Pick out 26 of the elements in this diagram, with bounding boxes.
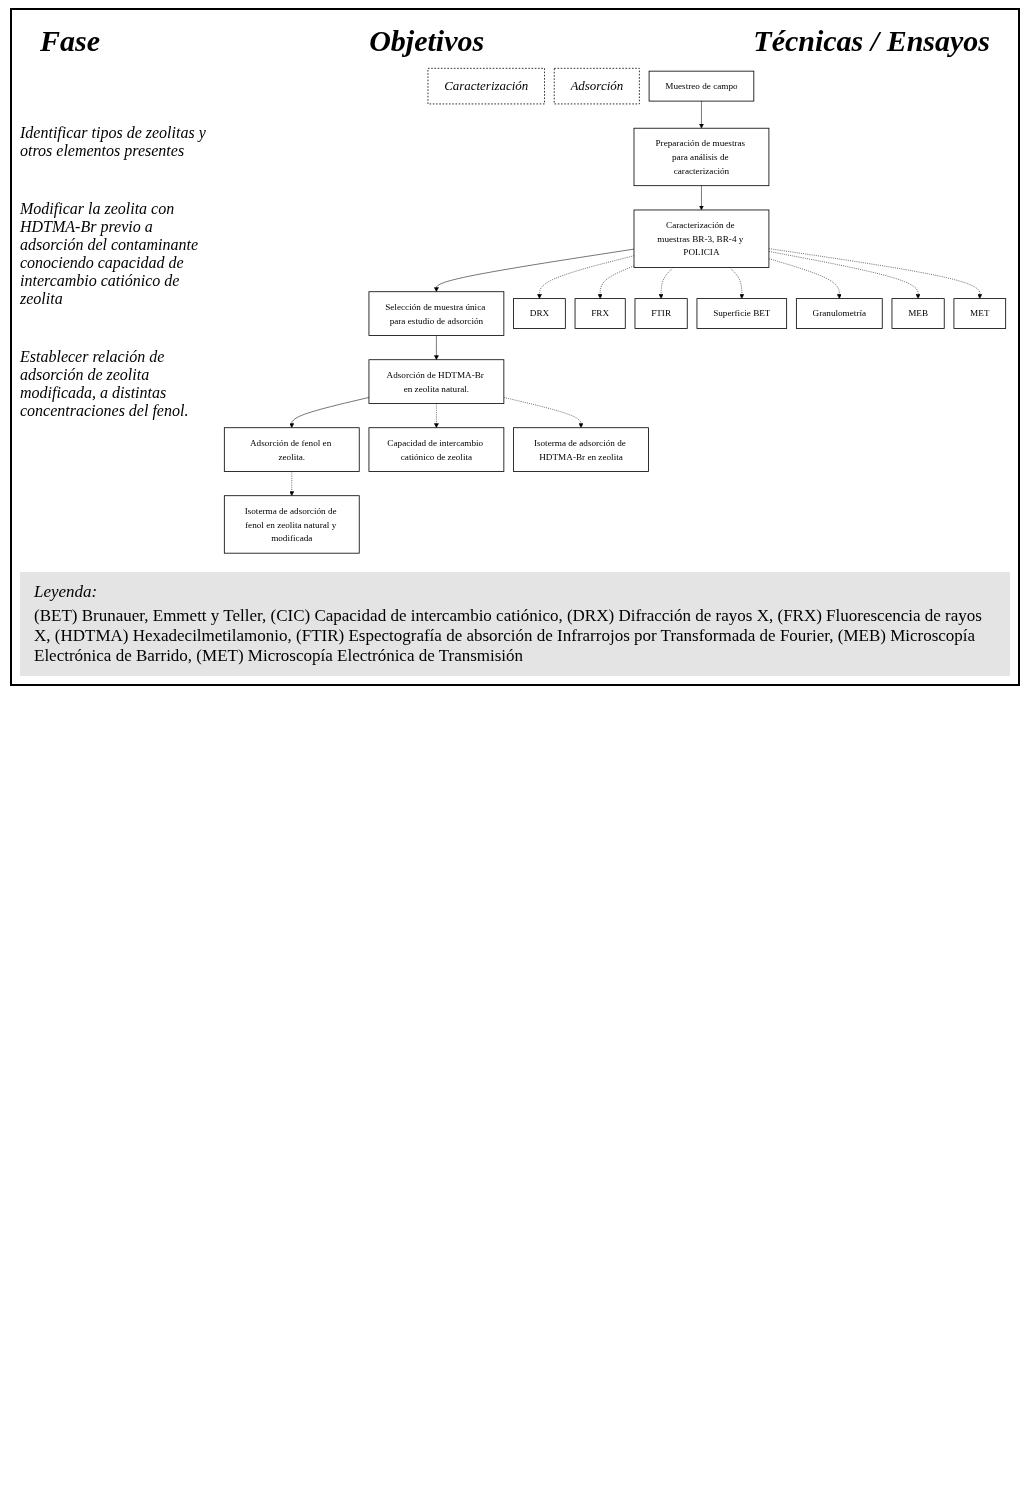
- node-box: Preparación de muestras para análisis de caracterización: [633, 127, 770, 187]
- objective-note: Modificar la zeolita con HDTMA-Br previo a adsorción del contaminante conociendo capacidad de intercambio catiónico de zeolita: [20, 200, 200, 308]
- node-box: MET: [953, 298, 1007, 329]
- node-box: FRX: [574, 298, 626, 329]
- column-heading: Fase: [40, 24, 100, 58]
- node-box: Granulometría: [795, 298, 883, 329]
- node-box: Capacidad de intercambio catiónico de zeolita: [368, 427, 505, 472]
- legend-heading: Leyenda:: [34, 581, 98, 602]
- objective-note: Establecer relación de adsorción de zeolita modificada, a distintas concentraciones del fenol.: [20, 348, 190, 420]
- node-box: Adsorción: [553, 67, 640, 105]
- node-box: Muestreo de campo: [648, 70, 755, 102]
- node-box: Superficie BET: [696, 298, 788, 329]
- node-box: Caracterización: [427, 67, 545, 105]
- abbreviation-note: (BET) Brunauer, Emmett y Teller, (CIC) Capacidad de intercambio catiónico, (DRX) Difracción de rayos X, (FRX) Fluorescencia de rayos X, (HDTMA) Hexadecilmetilamonio, (FTIR) Espectografía de absorción de Infrarrojos por Transformada de Fourier, (MEB) Microscopía Electrónica de Barrido, (MET) Microscopía Electrónica de Transmisión: [34, 605, 983, 666]
- node-box: Selección de muestra única para estudio de adsorción: [368, 291, 505, 336]
- column-heading: Objetivos: [369, 24, 485, 58]
- column-heading: Técnicas / Ensayos: [753, 24, 990, 58]
- node-box: Isoterma de adsorción de fenol en zeolita natural y modificada: [223, 495, 360, 554]
- node-box: FTIR: [634, 298, 688, 329]
- node-box: MEB: [891, 298, 945, 329]
- node-box: Adsorción de HDTMA-Br en zeolita natural.: [368, 359, 505, 404]
- objective-note: Identificar tipos de zeolitas y otros elementos presentes: [20, 124, 207, 160]
- node-box: Adsorción de fenol en zeolita.: [223, 427, 360, 472]
- node-box: DRX: [513, 298, 566, 329]
- node-box: Caracterización de muestras BR-3, BR-4 y POLICIA: [633, 209, 770, 268]
- node-box: Isoterma de adsorción de HDTMA-Br en zeolita: [513, 427, 649, 472]
